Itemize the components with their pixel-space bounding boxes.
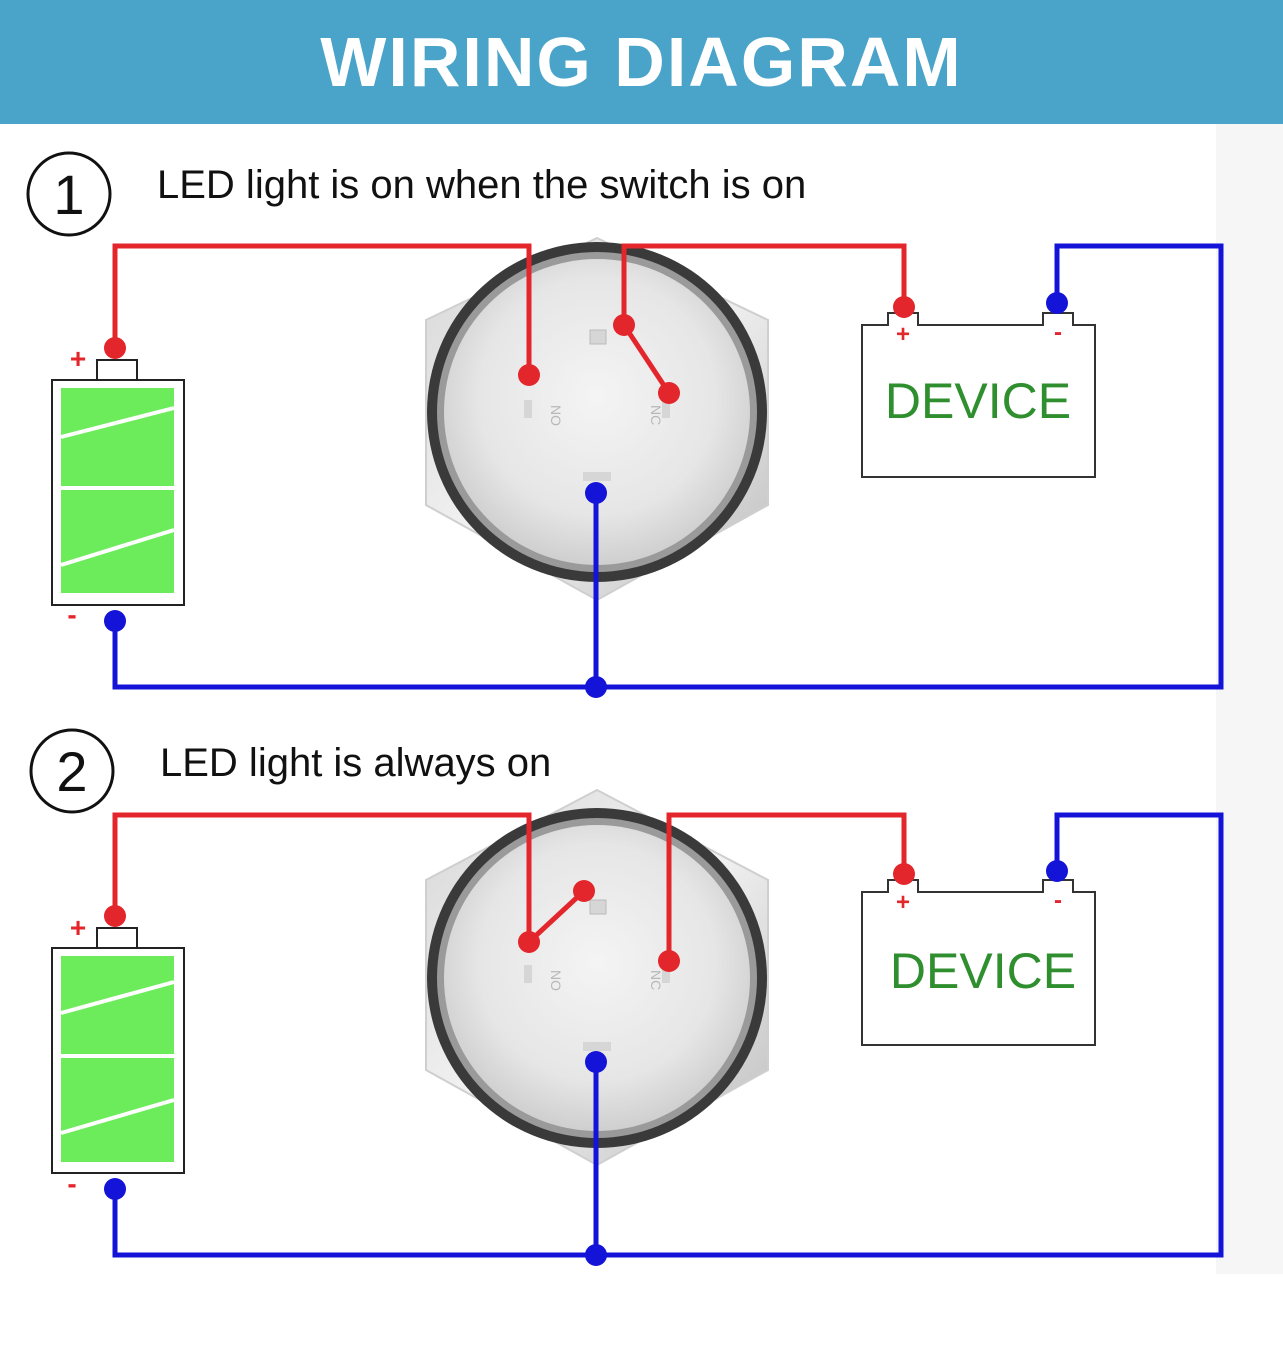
device-label: DEVICE [885,373,1071,429]
step-badge-2 [29,728,115,814]
battery-minus-label: - [67,599,76,630]
diagram-2-caption: LED light is always on [160,741,551,785]
device-box: DEVICE + - [861,879,1096,1046]
switch-icon: NO NC [425,236,769,602]
battery-plus-label: + [70,912,86,943]
device-minus-label: - [1054,887,1062,914]
switch-pin-left-label: NO [548,405,564,426]
diagram-1: 1 LED light is on when the switch is on … [26,151,1224,698]
step-badge-1 [26,151,112,237]
positive-wires [112,812,907,961]
negative-wires [112,812,1224,1258]
page-title: WIRING DIAGRAM [320,23,963,101]
right-margin-strip [1216,124,1283,1274]
step-number-1: 1 [53,163,84,226]
battery-plus-label: + [70,343,86,374]
device-plus-label: + [896,321,910,348]
device-box: DEVICE + - [861,312,1096,478]
switch-pin-right-label: NC [648,970,664,990]
switch-pin-right-label: NC [648,405,664,425]
diagram-1-caption: LED light is on when the switch is on [157,163,806,207]
step-number-2: 2 [56,740,87,803]
switch-icon: NO NC [425,788,769,1167]
device-plus-label: + [896,889,910,916]
device-minus-label: - [1054,319,1062,346]
diagram-2: 2 LED light is always on NO NC + - [29,728,1224,1266]
positive-wires [112,243,907,395]
header-banner: WIRING DIAGRAM [0,0,1283,124]
terminal-dots [104,860,1068,1266]
negative-wires [112,243,1224,690]
terminal-dots [104,292,1068,698]
battery-icon: + - [51,343,185,630]
switch-pin-left-label: NO [548,970,564,991]
battery-minus-label: - [67,1168,76,1199]
device-label: DEVICE [890,943,1076,999]
battery-icon: + - [51,912,185,1199]
